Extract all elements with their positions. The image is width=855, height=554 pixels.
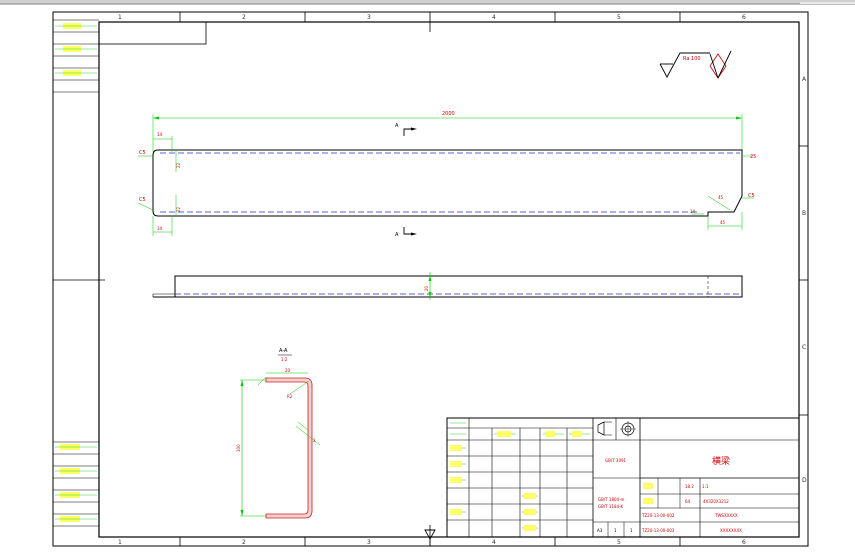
standard-1: GB/T 1804-m (598, 497, 625, 502)
dim-section-height: 100 (236, 444, 241, 452)
zone-number-top: 2 (242, 14, 246, 21)
section-view: A-A 1:2 20 100 R2 2 (236, 348, 321, 519)
zone-number-top: 3 (367, 14, 371, 21)
chamfer-left-bottom: C5 (139, 197, 146, 203)
zone-number-bottom: 1 (118, 539, 122, 546)
drawing-number-2: TZ20-13-00-003 (641, 528, 675, 533)
sheet-number: 1 (630, 528, 633, 533)
zone-number-top: 1 (118, 14, 122, 21)
serial-1: 4X320X3212 (703, 499, 729, 504)
dim-section-radius: R2 (287, 394, 293, 399)
section-label-top: A (395, 123, 399, 129)
centering-mark (424, 525, 436, 546)
zone-number-bottom: 6 (742, 539, 746, 546)
title-block: GB/T 3091 GB/T 1804-m GB/T 1184-K A3 1 1… (446, 417, 800, 538)
dim-left-vertical-top: 22 (176, 162, 181, 168)
dim-left-bottom-fold: 14 (157, 226, 163, 231)
zone-number-bottom: 5 (617, 539, 621, 546)
dim-left-vertical-bottom: 22 (176, 206, 181, 212)
dim-overall-length: 2000 (442, 111, 455, 117)
section-view-scale: 1:2 (281, 357, 288, 362)
left-stamp-top (53, 19, 99, 93)
roughness-symbol: Ra 100 (659, 50, 732, 79)
dim-right-depth: 25 (750, 154, 756, 160)
zone-number-top: 5 (617, 14, 621, 21)
scale-value: 1:1 (702, 484, 709, 489)
zone-number-bottom: 2 (242, 539, 246, 546)
window-top-strip (0, 0, 855, 4)
top-view: 2000 14 22 C5 C5 22 14 25 C5 45 45 (137, 111, 756, 238)
zone-number-bottom: 4 (492, 539, 496, 546)
left-stamp-bottom (53, 441, 99, 527)
material-text: GB/T 3091 (605, 458, 627, 463)
quantity-value: 64 (685, 499, 691, 504)
projection-cone-icon (597, 421, 605, 436)
serial-2: TWSXXXXX (714, 513, 738, 518)
drawing-number-1: TZ20-13-00-002 (641, 513, 675, 518)
dim-right-notch-angle: 45 (718, 195, 724, 200)
zone-number-bottom: 3 (367, 539, 371, 546)
sheet-size: A3 (597, 528, 603, 533)
side-view: 20 (152, 272, 743, 300)
part-name: 横梁 (712, 455, 730, 467)
section-view-title: A-A (279, 348, 288, 354)
drawing-code-box (98, 21, 207, 45)
zone-number-top: 4 (492, 14, 496, 21)
dim-right-notch-bottom: 14 (690, 209, 696, 214)
dim-section-width: 20 (285, 368, 291, 373)
standard-2: GB/T 1184-K (598, 504, 624, 509)
zone-letter: C (802, 344, 806, 351)
zone-letter: B (802, 210, 806, 217)
sheet-count: 1 (614, 528, 617, 533)
outer-frame (52, 11, 809, 547)
dim-left-top-fold: 14 (157, 132, 163, 137)
weight-value: 18.2 (685, 484, 694, 489)
dim-right-notch: 45 (720, 220, 726, 225)
zone-letter: D (802, 477, 807, 484)
zone-letter: A (802, 76, 807, 83)
roughness-value: Ra 100 (683, 56, 701, 62)
company-name: XXXXXXXX (720, 528, 742, 533)
dim-side-height: 20 (424, 285, 429, 291)
chamfer-left-top: C5 (139, 150, 146, 156)
dim-section-thickness: 2 (313, 438, 316, 443)
zone-number-top: 6 (742, 14, 746, 21)
drawing-border (98, 21, 800, 538)
chamfer-right: C5 (748, 193, 755, 199)
section-label-bottom: A (395, 232, 399, 238)
